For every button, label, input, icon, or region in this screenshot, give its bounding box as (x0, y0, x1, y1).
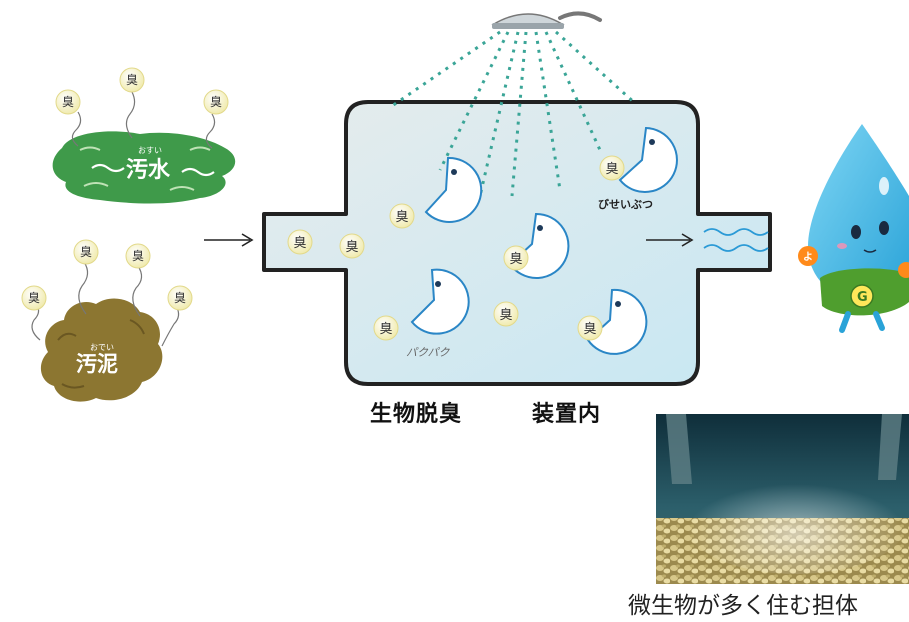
odor-label: 臭 (605, 162, 618, 177)
shower-head-icon (491, 11, 602, 29)
sludge-label: 汚泥 (76, 352, 118, 376)
mascot-badge-text: G (857, 290, 868, 305)
mascot-hand-letter: よ (803, 251, 813, 263)
odor-label: 臭 (28, 290, 40, 305)
sewage-ruby: おすい (138, 146, 162, 155)
clean-air-waves (703, 228, 769, 252)
carrier-photo (656, 414, 909, 584)
outflow-arrow (646, 233, 694, 247)
odor-label: 臭 (62, 94, 74, 109)
odor-label: 臭 (395, 210, 408, 225)
odor-label: 臭 (379, 322, 392, 337)
odor-label: 臭 (499, 308, 512, 323)
sewage-label: 汚水 (126, 158, 171, 183)
sewage-puddle (52, 131, 236, 204)
microbe (410, 268, 470, 335)
microbe (586, 288, 648, 355)
sludge-pile (40, 298, 163, 402)
water-spray (391, 30, 638, 197)
odor-label: 臭 (509, 252, 522, 267)
photo-caption: 微生物が多く住む担体 (628, 593, 858, 619)
microbe (618, 126, 678, 193)
odor-label: 臭 (293, 236, 306, 251)
odor-label: 臭 (126, 72, 138, 87)
device-title-part1: 生物脱臭 (370, 402, 463, 427)
eating-sound-label: パクパク (406, 346, 450, 359)
odor-label: 臭 (174, 290, 186, 305)
odor-label: 臭 (583, 322, 596, 337)
device-title-part2: 装置内 (532, 402, 602, 427)
odor-label: 臭 (345, 240, 358, 255)
microbe-label: びせいぶつ (598, 197, 653, 211)
inflow-arrow (204, 233, 254, 247)
odor-label: 臭 (80, 244, 92, 259)
microbes (410, 126, 678, 355)
microbe (424, 156, 483, 223)
mascot-droplet (798, 124, 909, 333)
sludge-ruby: おでい (90, 343, 114, 352)
odor-label: 臭 (210, 94, 222, 109)
odor-label: 臭 (132, 248, 144, 263)
